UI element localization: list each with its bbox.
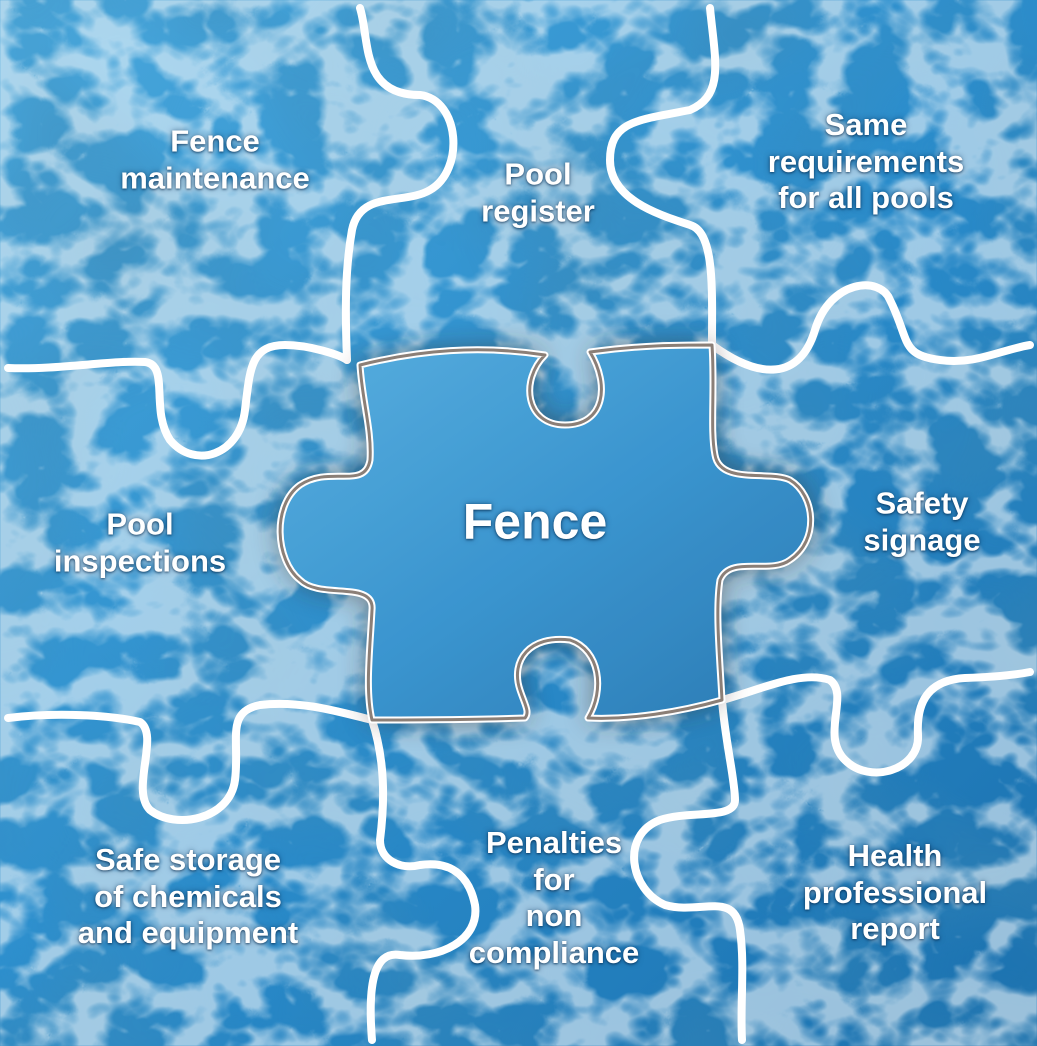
label-safe-storage: Safe storage of chemicals and equipment xyxy=(78,842,298,952)
label-health-report: Health professional report xyxy=(803,838,987,948)
label-same-requirements: Same requirements for all pools xyxy=(768,107,964,217)
label-penalties: Penalties for non compliance xyxy=(469,825,640,971)
label-fence-maintenance: Fence maintenance xyxy=(120,123,310,196)
center-label: Fence xyxy=(463,493,608,552)
label-safety-signage: Safety signage xyxy=(863,485,980,558)
label-pool-inspections: Pool inspections xyxy=(54,506,226,579)
label-pool-register: Pool register xyxy=(481,156,595,229)
